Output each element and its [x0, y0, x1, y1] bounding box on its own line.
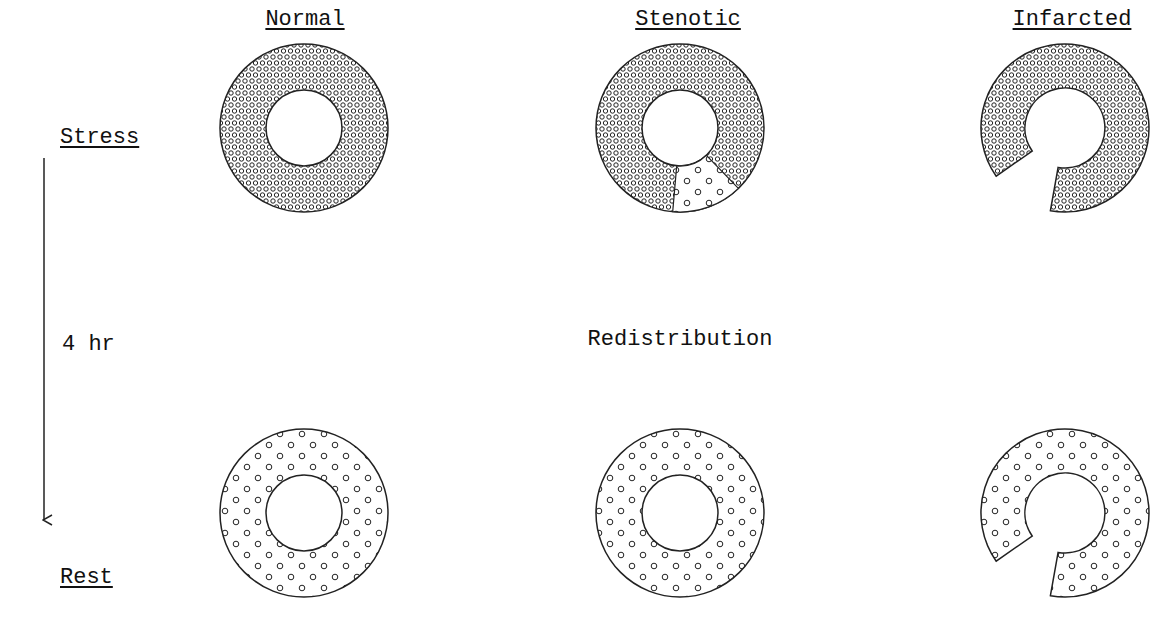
column-heading: Normal	[265, 8, 344, 32]
ischemic-sector	[673, 155, 739, 212]
time-label: 4 hr	[62, 333, 115, 357]
normal-stress-ring	[220, 44, 388, 212]
row-heading: Stress	[60, 126, 139, 150]
stenotic-rest-ring	[596, 429, 764, 597]
stenotic-stress-ring	[596, 44, 764, 212]
phase-label: Redistribution	[588, 328, 773, 352]
row-heading: Rest	[60, 566, 113, 590]
column-heading: Stenotic	[635, 8, 741, 32]
infarcted-stress-ring	[981, 44, 1149, 212]
column-heading: Infarcted	[1013, 8, 1132, 32]
time-arrow	[43, 158, 45, 520]
normal-rest-ring	[220, 429, 388, 597]
infarcted-rest-ring	[981, 429, 1149, 597]
